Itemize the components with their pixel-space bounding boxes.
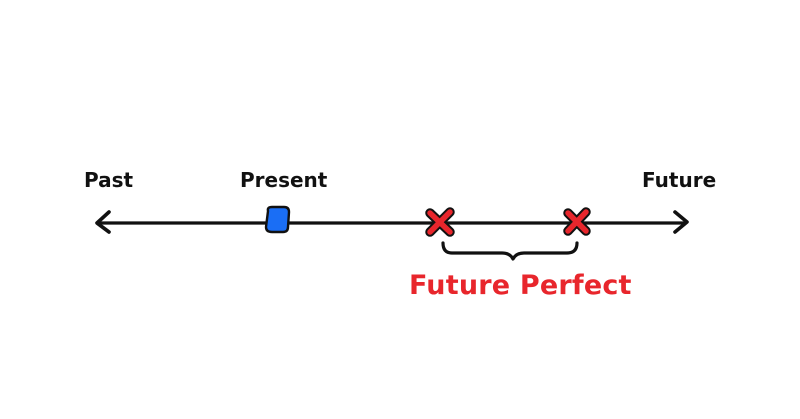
event-marker-2 [563, 207, 591, 236]
present-label: Present [240, 168, 328, 192]
event-marker-1 [425, 207, 455, 237]
future-arrowhead [673, 210, 689, 234]
future-label: Future [642, 168, 717, 192]
span-brace [441, 241, 579, 261]
past-label: Past [84, 168, 134, 192]
future-perfect-label: Future Perfect [409, 270, 632, 301]
present-marker [264, 205, 291, 234]
past-arrowhead [95, 210, 111, 234]
